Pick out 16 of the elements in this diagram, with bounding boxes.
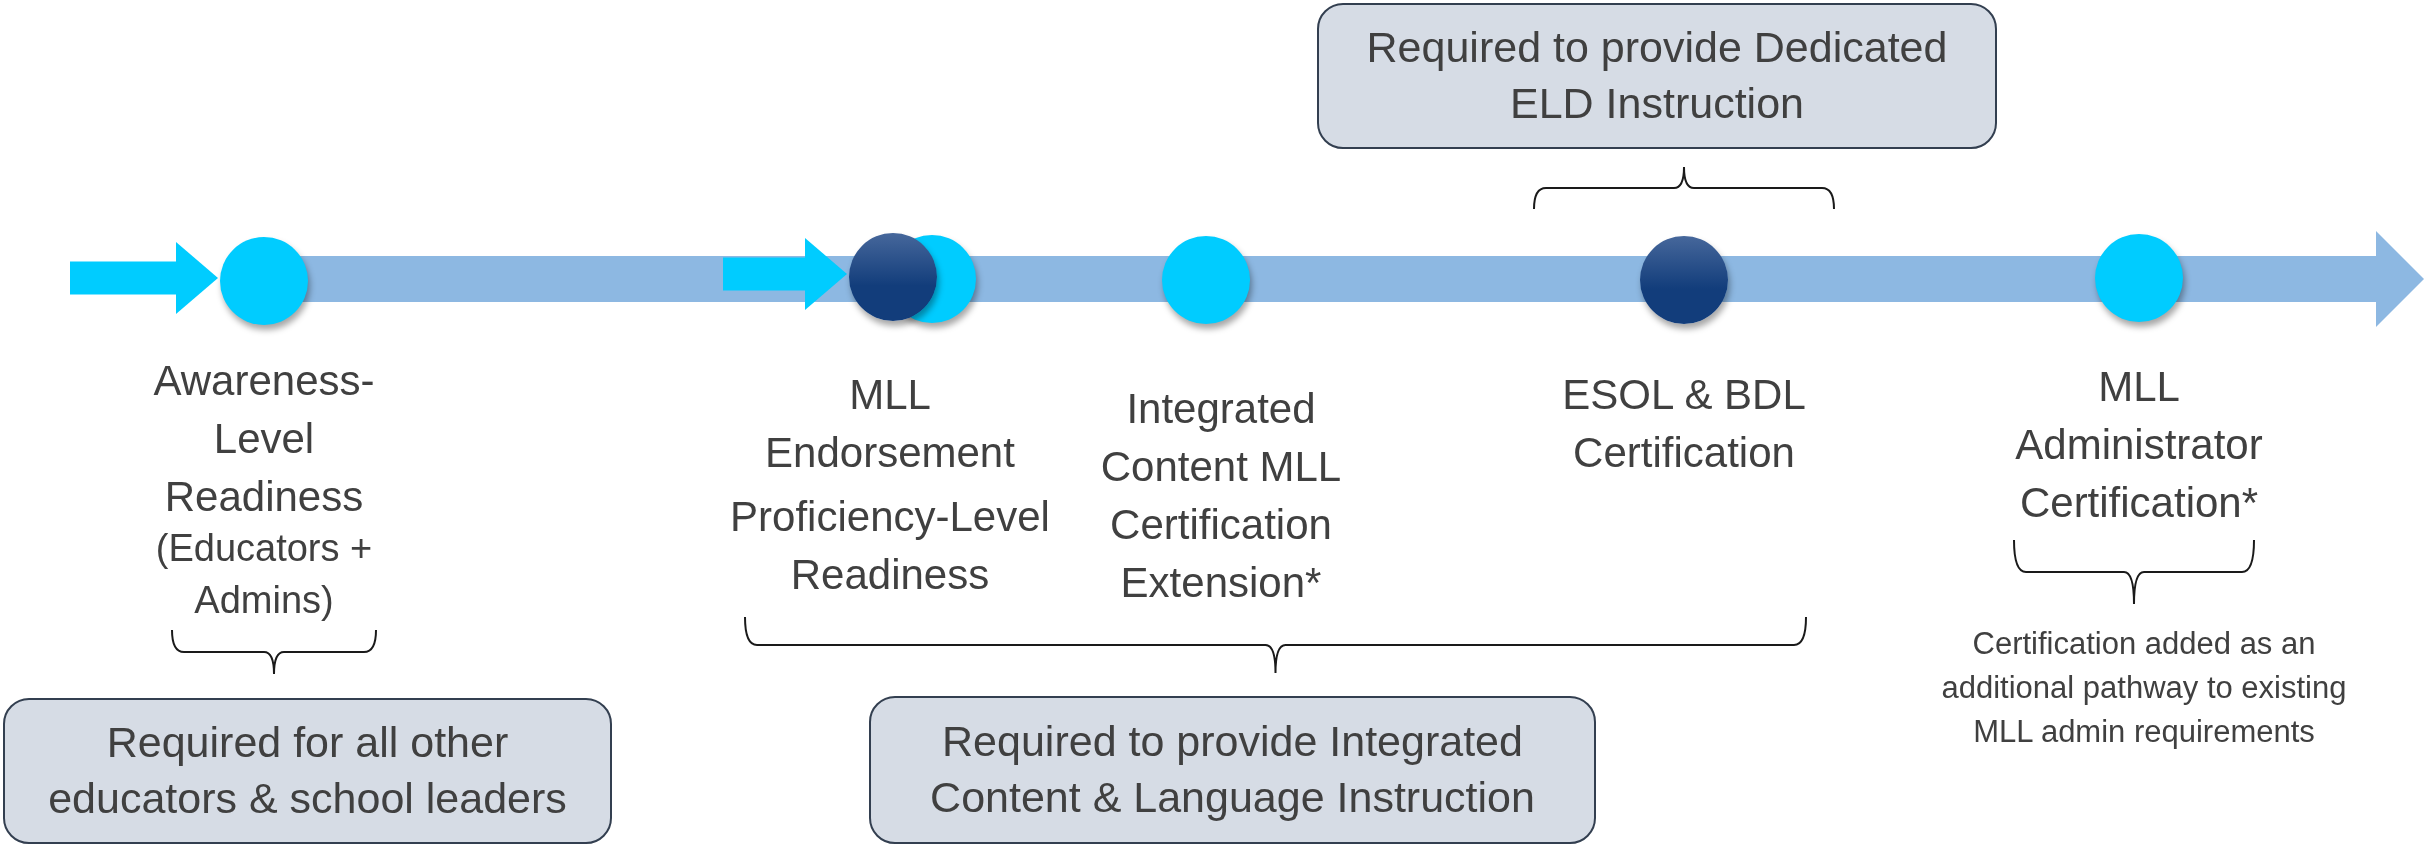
milestone-label: (Educators + Admins) [154,525,374,624]
milestone-label: Awareness-Level Readiness [152,356,376,522]
milestone-label: MLL Administrator Certification* [2014,362,2264,528]
milestone-label: MLL Endorsement [764,370,1016,478]
requirement-text: Required for all other educators & school leaders [47,717,568,824]
requirement-box [869,696,1596,844]
milestone-label: ESOL & BDL Certification [1561,370,1807,478]
milestone-label: Integrated Content MLL Certification Extension* [1099,384,1343,608]
requirement-box [3,698,612,844]
arrow [70,242,218,314]
arrow [723,238,847,310]
requirement-text: Required to provide Dedicated ELD Instruction [1365,22,1949,129]
requirement-text: Required to provide Integrated Content & Language Instruction [929,716,1536,823]
note-text: Certification added as an additional pathway to existing MLL admin requirements [1940,625,2348,752]
milestone-label: Proficiency-Level Readiness [729,491,1051,600]
requirement-box [1317,3,1997,149]
